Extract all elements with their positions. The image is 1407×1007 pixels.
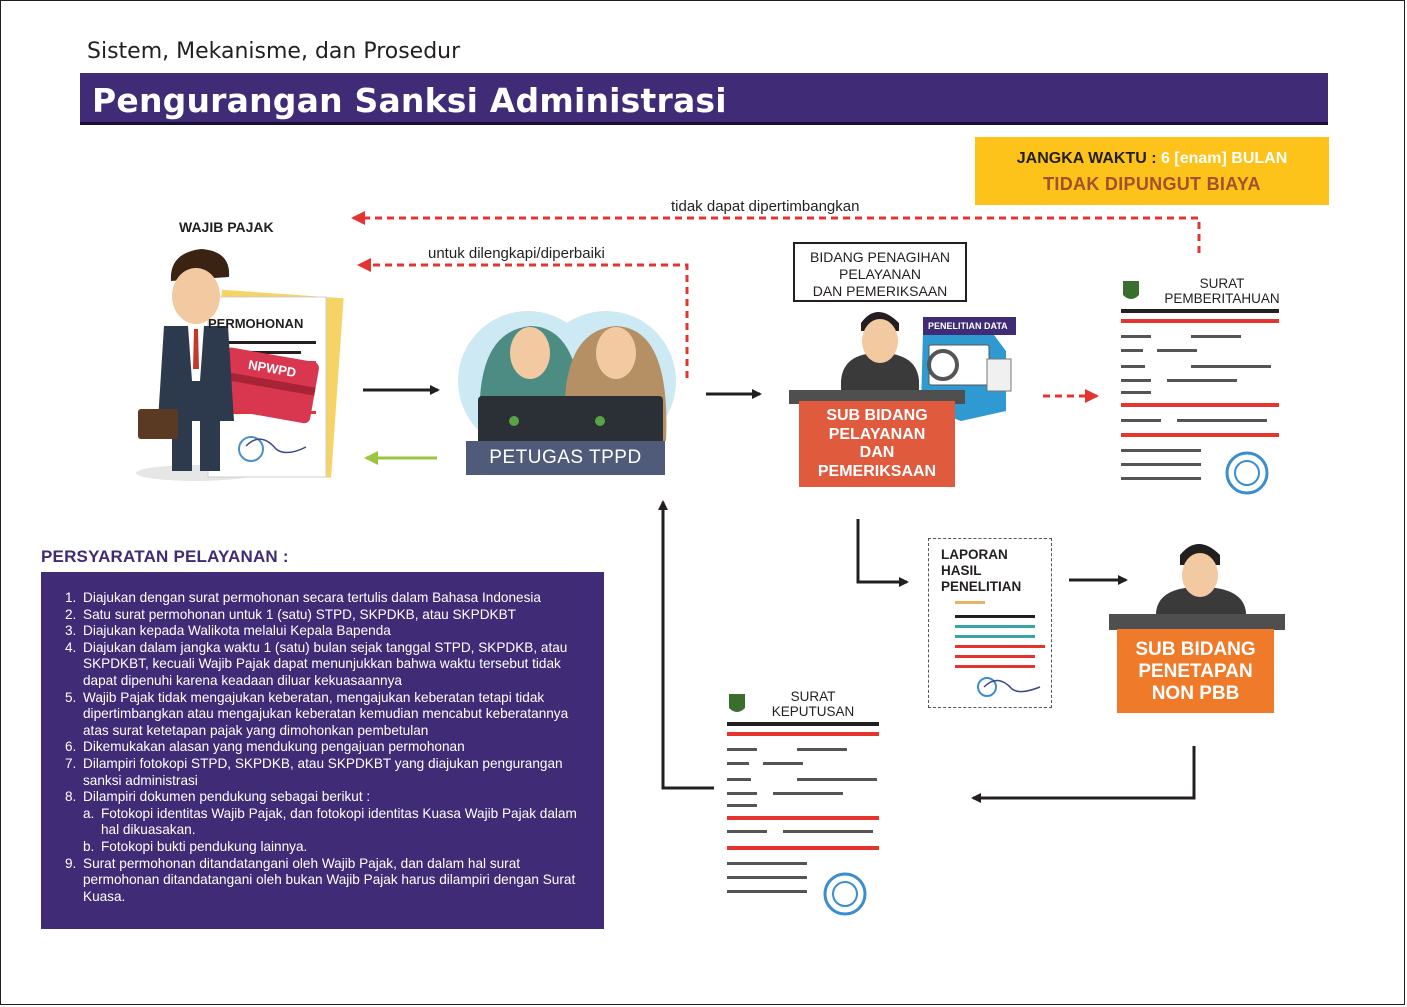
requirement-number: 3. (65, 623, 77, 639)
requirement-text: Diajukan dengan surat permohonan secara … (83, 590, 541, 605)
requirement-number: 2. (65, 606, 77, 622)
penelitian-label: PENELITIAN DATA (928, 321, 1008, 331)
requirement-text: Diajukan dalam jangka waktu 1 (satu) bul… (83, 639, 568, 688)
requirement-text: Surat permohonan ditandatangani oleh Waj… (83, 855, 576, 904)
sub-bidang-1-text: SUB BIDANG PELAYANAN DAN PEMERIKSAAN (817, 407, 937, 480)
fee-text: TIDAK DIPUNGUT BIAYA (1043, 174, 1261, 194)
sub-bidang-1-desktop (789, 390, 965, 404)
requirement-item: 8. Dilampiri dokumen pendukung sebagai be… (65, 789, 594, 806)
surat-keputusan-lines (727, 694, 879, 916)
page-title: Pengurangan Sanksi Administrasi (92, 81, 727, 120)
wajib-pajak-label: WAJIB PAJAK (179, 219, 274, 235)
requirement-item: 9. Surat permohonan ditandatangani oleh W… (65, 856, 594, 906)
petugas-label: PETUGAS TPPD (466, 441, 665, 475)
requirement-text: Dikemukakan alasan yang mendukung pengaj… (83, 739, 465, 755)
laporan-doc: LAPORAN HASIL PENELITIAN (928, 538, 1052, 708)
surat-keputusan-title: SURAT KEPUTUSAN (771, 689, 855, 719)
requirement-text: Wajib Pajak tidak mengajukan keberatan, … (83, 689, 569, 738)
requirement-number: 7. (65, 755, 77, 771)
requirement-number: 1. (65, 590, 77, 605)
sub-bidang-2: SUB BIDANG PENETAPAN NON PBB (1117, 629, 1274, 713)
bidang-box: BIDANG PENAGIHAN PELAYANAN DAN PEMERIKSA… (793, 242, 967, 302)
requirement-item: a. Fotokopi identitas Wajib Pajak, dan fo… (65, 806, 594, 839)
bidang-text: BIDANG PENAGIHAN PELAYANAN DAN PEMERIKSA… (809, 249, 951, 299)
time-info-box: JANGKA WAKTU : 6 [enam] BULAN TIDAK DIPU… (975, 137, 1329, 205)
sub-bidang-1: SUB BIDANG PELAYANAN DAN PEMERIKSAAN (799, 401, 955, 487)
requirement-item: 1. Diajukan dengan surat permohonan secar… (65, 590, 594, 607)
time-limit-label: JANGKA WAKTU (1016, 150, 1147, 167)
requirement-number: 5. (65, 689, 77, 705)
return-label: untuk dilengkapi/diperbaiki (428, 245, 605, 262)
time-limit-line: JANGKA WAKTU : 6 [enam] BULAN (975, 150, 1329, 168)
report-arrow (856, 519, 909, 587)
permohonan-label: PERMOHONAN (208, 316, 304, 331)
requirements-box: 1. Diajukan dengan surat permohonan secar… (41, 572, 604, 929)
reject-label: tidak dapat dipertimbangkan (671, 198, 860, 215)
surat-keputusan-doc: SURAT KEPUTUSAN (723, 686, 893, 916)
requirement-number: 8. (65, 789, 77, 805)
requirement-text: Fotokopi bukti pendukung lainnya. (101, 838, 308, 854)
requirement-item: 3. Diajukan kepada Walikota melalui Kepal… (65, 623, 594, 640)
assessor-figure (1156, 544, 1246, 623)
requirements-title: PERSYARATAN PELAYANAN : (41, 547, 289, 566)
requirement-number: 4. (65, 639, 77, 655)
requirement-item: 7. Dilampiri fotokopi STPD, SKPDKB, atau … (65, 756, 594, 789)
requirement-text: Dilampiri dokumen pendukung sebagai beri… (83, 789, 371, 805)
requirement-item: 4. Diajukan dalam jangka waktu 1 (satu) b… (65, 640, 594, 690)
requirement-text: Dilampiri fotokopi STPD, SKPDKB, atau SK… (83, 755, 563, 788)
laporan-lines (955, 601, 1045, 697)
sub-bidang-2-desktop (1109, 614, 1285, 630)
time-limit-separator: : (1146, 150, 1162, 167)
surat-pemberitahuan-lines (1121, 281, 1279, 495)
time-limit-value: 6 [enam] BULAN (1161, 150, 1288, 167)
title-bar: Pengurangan Sanksi Administrasi (80, 73, 1328, 125)
requirement-number: 9. (65, 855, 77, 871)
requirement-text: Diajukan kepada Walikota melalui Kepala … (83, 623, 391, 639)
requirement-item: 2. Satu surat permohonan untuk 1 (satu) S… (65, 607, 594, 624)
taxpayer-figure (136, 249, 344, 481)
requirement-number: 6. (65, 739, 77, 755)
requirement-text: Satu surat permohonan untuk 1 (satu) STP… (83, 606, 516, 622)
sub-bidang-2-text: SUB BIDANG PENETAPAN NON PBB (1135, 639, 1256, 704)
requirements-list: 1. Diajukan dengan surat permohonan secar… (65, 590, 594, 905)
decision-return-arrow (658, 500, 714, 790)
requirement-number: a. (83, 805, 95, 821)
requirement-number: b. (83, 838, 95, 854)
requirement-text: Fotokopi identitas Wajib Pajak, dan foto… (101, 805, 577, 838)
requirement-item: 6. Dikemukakan alasan yang mendukung peng… (65, 739, 594, 756)
requirement-item: b. Fotokopi bukti pendukung lainnya. (65, 839, 594, 856)
surat-pemberitahuan-doc: SURAT PEMBERITAHUAN (1117, 269, 1287, 497)
decision-arrow (971, 746, 1196, 803)
supertitle: Sistem, Mekanisme, dan Prosedur (87, 39, 461, 64)
return-arrow (357, 258, 689, 378)
surat-pemberitahuan-title: SURAT PEMBERITAHUAN (1164, 276, 1280, 306)
requirement-item: 5. Wajib Pajak tidak mengajukan keberatan… (65, 690, 594, 740)
laporan-title: LAPORAN HASIL PENELITIAN (941, 547, 1022, 594)
officers-figure (458, 311, 676, 451)
